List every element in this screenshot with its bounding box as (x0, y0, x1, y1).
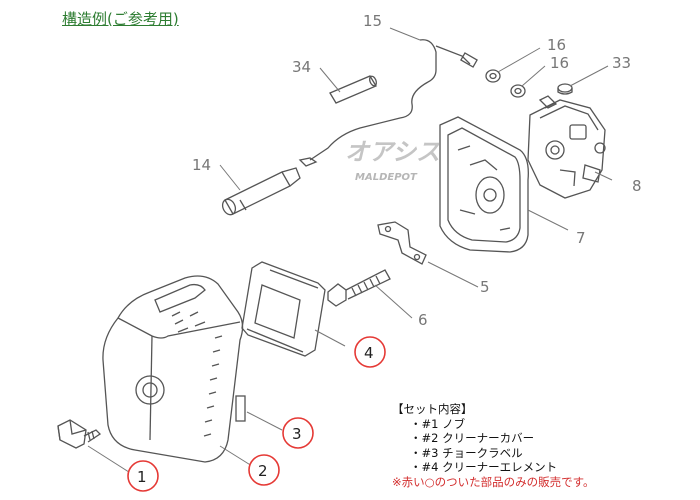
part-6-bolt (327, 269, 391, 307)
watermark: オアシス MALDEPOT (345, 138, 440, 183)
callout-6: 6 (418, 311, 428, 329)
callout-1: 1 (137, 468, 147, 486)
set-item-3: ・#3 チョークラベル (410, 445, 523, 460)
set-contents-heading: 【セット内容】 (392, 402, 473, 416)
callout-33: 33 (612, 54, 631, 72)
watermark-main: オアシス (345, 138, 440, 166)
callout-4: 4 (364, 344, 374, 362)
part-33-screw (557, 83, 573, 95)
part-34-pin (329, 75, 378, 104)
part-8-carburetor (527, 95, 606, 199)
callout-3-circled: 3 (282, 417, 314, 449)
callout-34: 34 (292, 58, 311, 76)
set-item-2: ・#2 クリーナーカバー (410, 431, 535, 445)
part-5-bracket (377, 221, 427, 265)
page-title: 構造例(ご参考用) (62, 10, 179, 28)
part-15-cable (309, 39, 478, 161)
part-16-nut-a (485, 69, 501, 83)
part-3-choke-label (235, 395, 246, 422)
part-4-filter-element (241, 261, 326, 357)
part-1-knob (57, 419, 102, 449)
callout-3: 3 (292, 425, 302, 443)
callout-8: 8 (632, 177, 642, 195)
part-7-base-plate (439, 116, 529, 253)
callout-1-circled: 1 (127, 460, 159, 492)
part-14-tube (221, 167, 301, 216)
watermark-sub: MALDEPOT (355, 172, 418, 183)
set-item-1: ・#1 ノブ (410, 416, 466, 431)
part-2-cleaner-cover (102, 275, 244, 463)
callout-5: 5 (480, 278, 490, 296)
set-contents-box: 【セット内容】 ・#1 ノブ ・#2 クリーナーカバー ・#3 チョークラベル … (392, 402, 595, 489)
highlighted-callouts: 4 3 2 1 (127, 336, 386, 492)
callout-2-circled: 2 (248, 454, 280, 486)
sale-note: ※赤い○のついた部品のみの販売です。 (392, 474, 595, 489)
callout-7: 7 (576, 229, 586, 247)
callout-16b: 16 (550, 54, 569, 72)
callout-16a: 16 (547, 36, 566, 54)
set-item-4: ・#4 クリーナーエレメント (410, 460, 558, 474)
cable-end (298, 157, 318, 167)
callout-4-circled: 4 (354, 336, 386, 368)
callout-15: 15 (363, 12, 382, 30)
callout-2: 2 (258, 462, 268, 480)
callout-numbers: 15 16 16 33 34 14 8 7 5 6 (192, 12, 642, 329)
callout-14: 14 (192, 156, 211, 174)
part-16-nut-b (510, 84, 526, 98)
